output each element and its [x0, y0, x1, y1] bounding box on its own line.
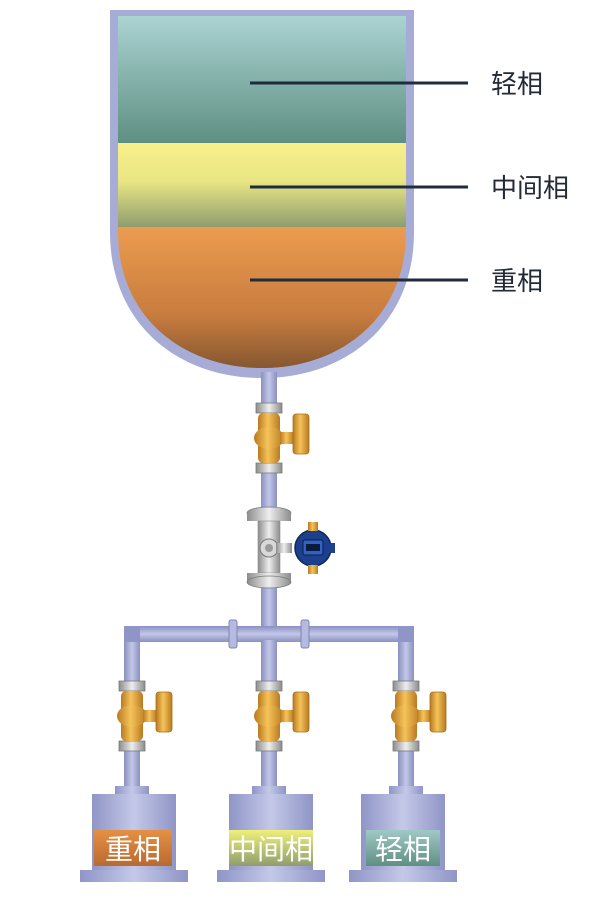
manifold-flange [300, 619, 310, 649]
light-phase-layer [118, 16, 406, 143]
manifold-pipe [124, 626, 414, 642]
receiver-tag-light [366, 830, 440, 866]
callout-heavy: 重相 [250, 267, 543, 297]
receiver-middle: 中间相 [217, 786, 325, 882]
manifold-flange [228, 619, 238, 649]
main-valve[interactable] [253, 402, 310, 474]
label-light-phase: 轻相 [491, 70, 543, 100]
callout-light: 轻相 [250, 70, 543, 100]
label-middle-phase: 中间相 [491, 174, 569, 204]
valve-heavy[interactable] [116, 680, 173, 752]
receiver-label-middle: 中间相 [229, 833, 313, 866]
valve-light[interactable] [390, 680, 447, 752]
receiver-heavy: 重相 [80, 786, 188, 882]
middle-phase-layer [118, 143, 406, 227]
valve-middle[interactable] [253, 680, 310, 752]
receiver-label-light: 轻相 [375, 833, 431, 866]
flow-meter [246, 506, 335, 589]
receiver-light: 轻相 [349, 786, 457, 882]
receiver-label-heavy: 重相 [105, 833, 161, 866]
receiver-tag-middle [229, 830, 313, 866]
callout-middle: 中间相 [250, 174, 569, 204]
heavy-phase-layer [118, 227, 406, 368]
receiver-tag-heavy [94, 830, 172, 866]
separation-tank [110, 10, 414, 378]
label-heavy-phase: 重相 [491, 267, 543, 297]
